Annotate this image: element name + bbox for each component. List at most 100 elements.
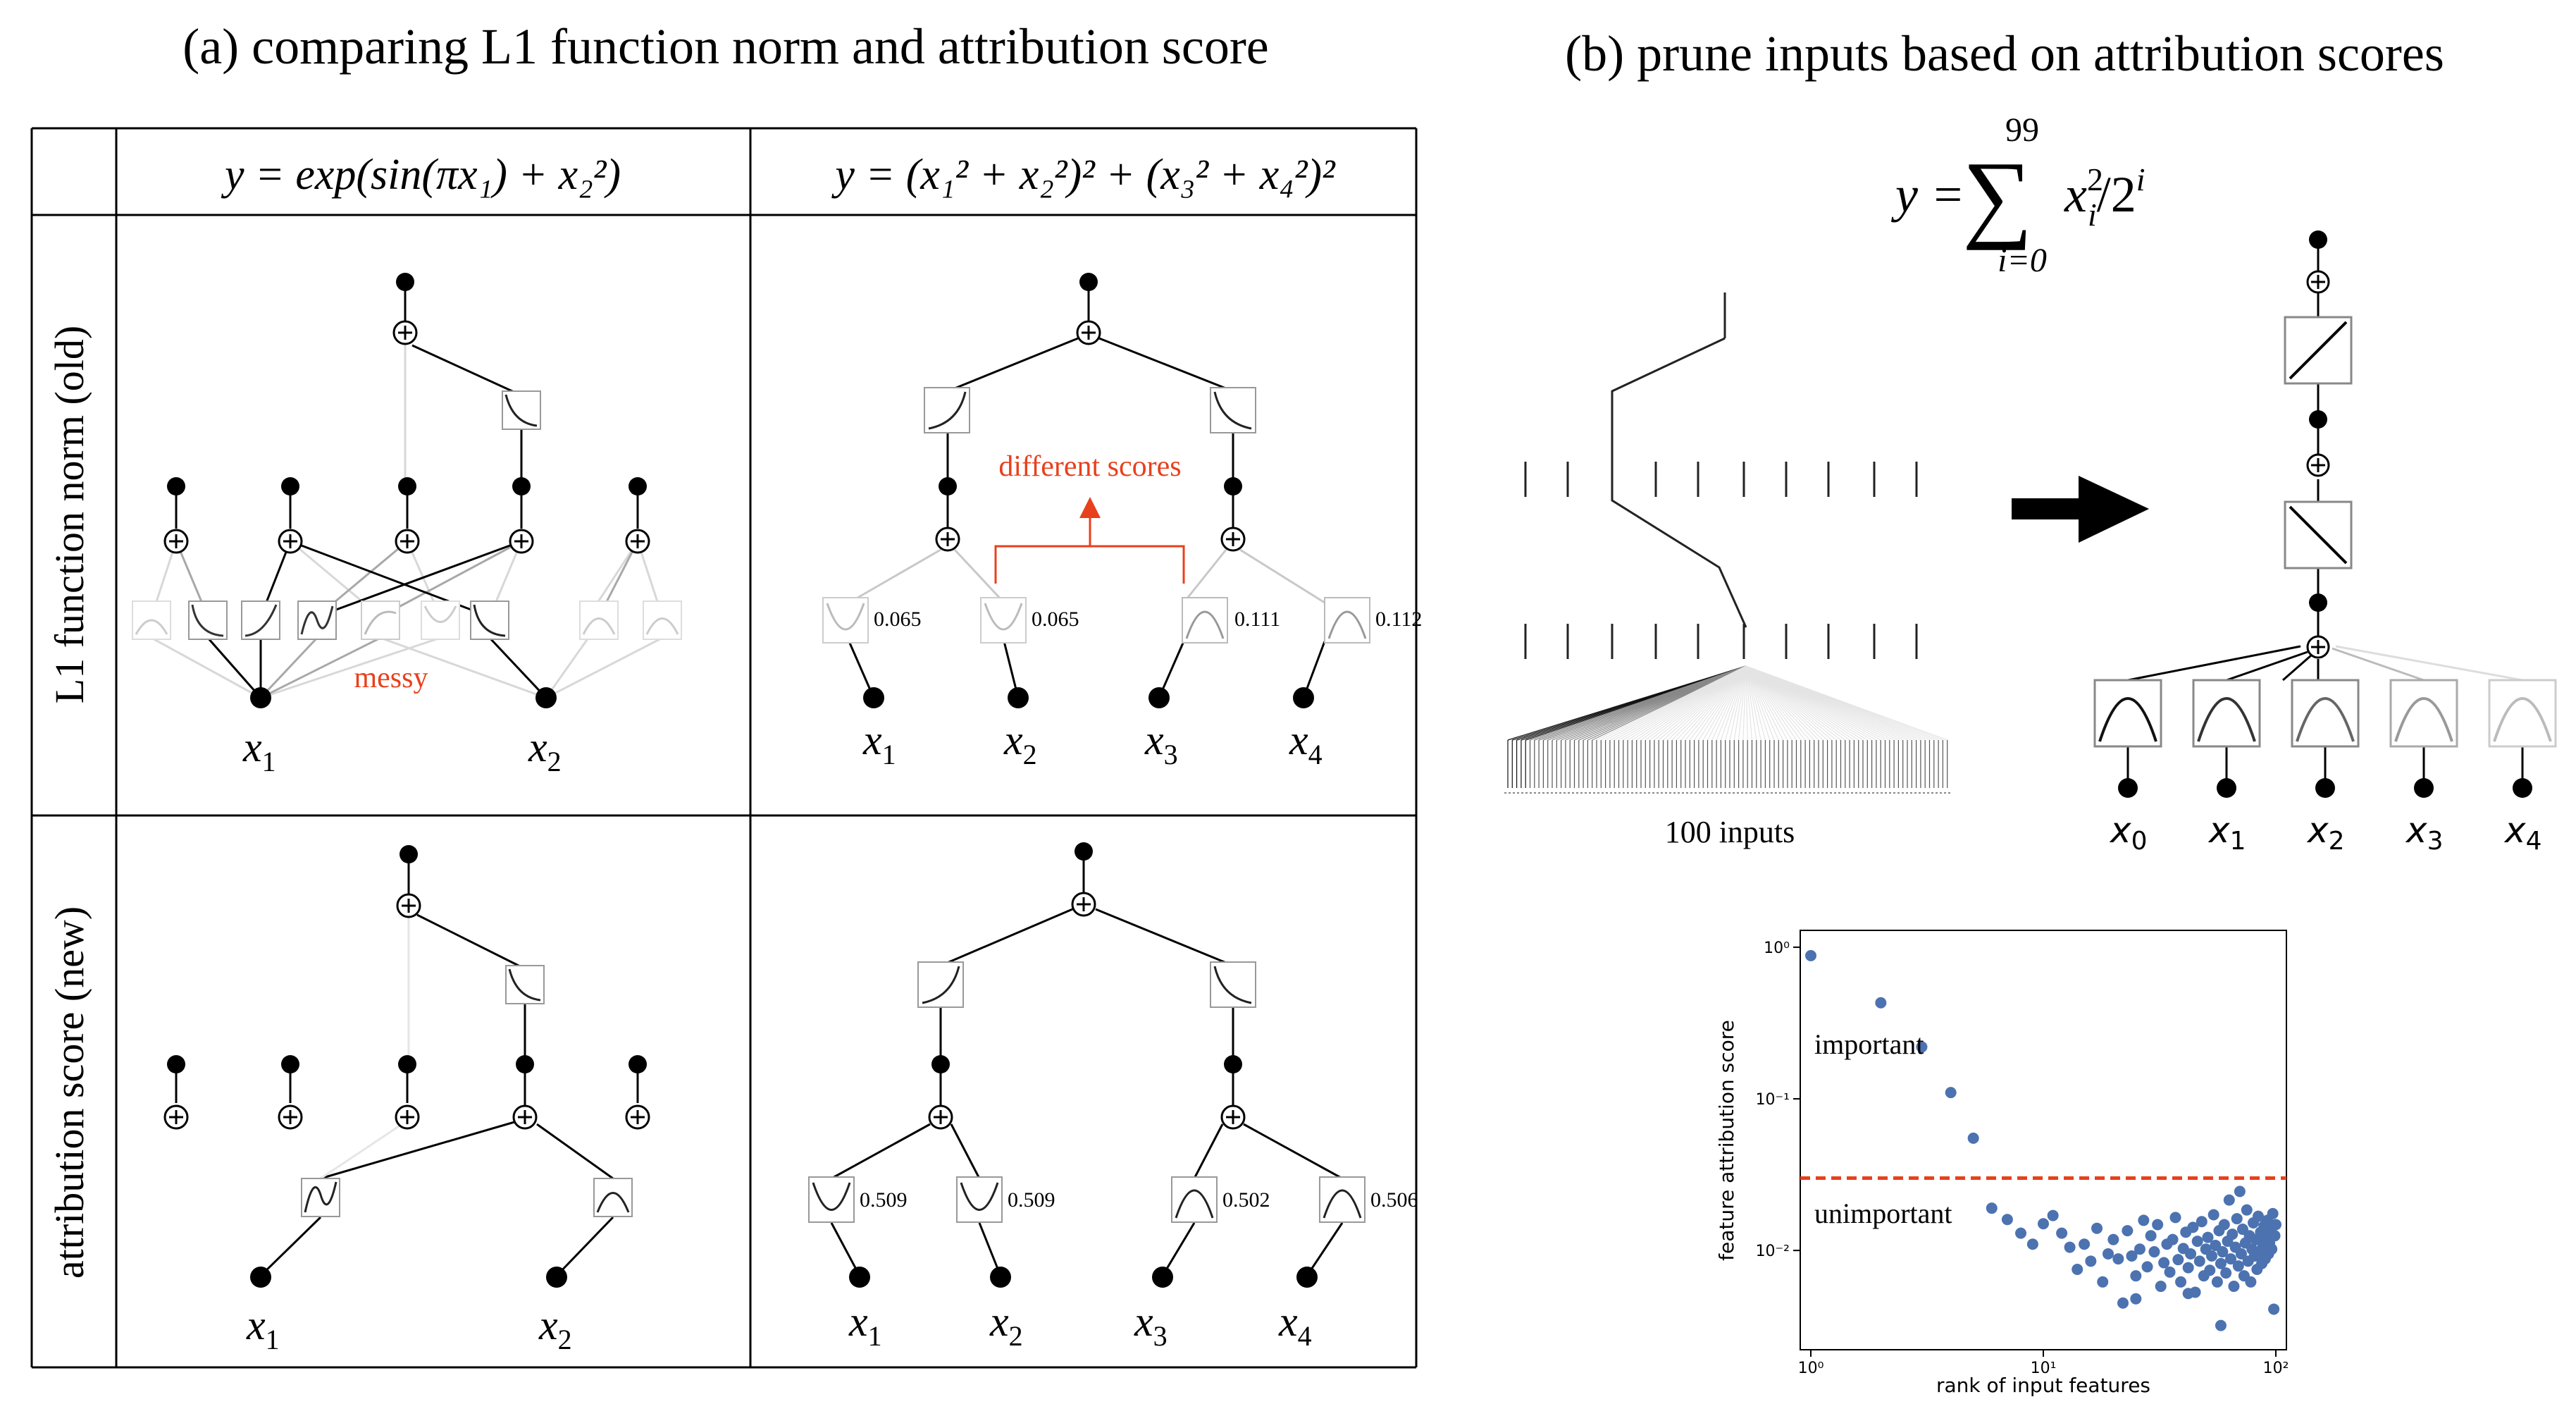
data-point: [2056, 1227, 2068, 1239]
data-point: [2130, 1293, 2142, 1305]
y-tick-label: 10⁰: [1764, 940, 1790, 957]
row2-label: attribution score (new): [47, 906, 92, 1279]
data-point: [2122, 1225, 2134, 1237]
new-score-4: 0.506: [1370, 1188, 1418, 1212]
svg-text:∑: ∑: [1962, 142, 2033, 251]
new-score-3: 0.502: [1222, 1188, 1270, 1212]
input-edge: [1745, 665, 1833, 741]
pruned-x3: x3: [2405, 810, 2444, 856]
input-edge: [1745, 665, 1837, 741]
data-point: [2266, 1243, 2278, 1255]
data-point: [2231, 1213, 2243, 1225]
data-point: [2215, 1319, 2227, 1331]
data-point: [2182, 1288, 2194, 1300]
input-edge: [1745, 665, 1841, 741]
data-point: [2223, 1194, 2235, 1206]
input-edge: [1742, 665, 1747, 741]
annotation-important: important: [1814, 1028, 1924, 1060]
data-point: [2270, 1219, 2281, 1231]
input-x3-old4d: x3: [1144, 717, 1178, 770]
data-point: [2145, 1230, 2157, 1242]
data-point: [2227, 1228, 2238, 1240]
input-edge: [1729, 665, 1747, 741]
cell-new-2d: x1 x2: [163, 845, 650, 1355]
old-score-3: 0.111: [1234, 608, 1280, 631]
input-edge: [1640, 665, 1747, 741]
input-edge: [1711, 665, 1747, 741]
data-point: [2015, 1227, 2027, 1239]
input-edge: [1745, 665, 1766, 741]
input-edge: [1745, 665, 1823, 741]
chart-points: [1805, 949, 2281, 1331]
x-tick-label: 10²: [2263, 1360, 2289, 1377]
panel-b-title: (b) prune inputs based on attribution sc…: [1565, 25, 2444, 82]
data-point: [1986, 1202, 1998, 1214]
svg-text:x2i/2i: x2i/2i: [2064, 161, 2145, 233]
data-point: [2182, 1262, 2194, 1274]
data-point: [2234, 1186, 2246, 1197]
data-point: [2228, 1281, 2240, 1293]
data-point: [2232, 1260, 2244, 1272]
data-point: [2064, 1241, 2076, 1253]
data-point: [2269, 1230, 2281, 1242]
input-edge: [1745, 665, 1810, 741]
data-point: [2211, 1276, 2223, 1288]
pruned-x1: x1: [2207, 810, 2246, 856]
input-x2-new2d: x2: [538, 1302, 572, 1355]
data-point: [2196, 1216, 2207, 1228]
input-x2-new4d: x2: [989, 1298, 1023, 1352]
layer2-ticks: [1524, 624, 1918, 659]
input-edge: [1745, 665, 1828, 741]
cell-new-4d: 0.509 0.509 0.502 0.506 x1 x2 x3 x4: [808, 842, 1418, 1352]
input-edge: [1745, 665, 1815, 741]
data-point: [2097, 1276, 2109, 1288]
data-point: [2220, 1267, 2232, 1279]
data-point: [2191, 1236, 2203, 1248]
y-tick-label: 10⁻¹: [1756, 1091, 1790, 1109]
input-fan: [1507, 665, 1948, 788]
col2-formula: y = (x₁² + x₂²)² + (x₃² + x₄²)²: [831, 151, 1336, 199]
input-edge: [1671, 665, 1747, 741]
prune-arrow-icon: [2012, 476, 2149, 543]
input-x2-old4d: x2: [1003, 717, 1037, 770]
input-edge: [1685, 665, 1747, 741]
old-score-2: 0.065: [1032, 608, 1079, 631]
data-point: [2207, 1209, 2219, 1221]
input-x2-old2d: x2: [528, 724, 562, 777]
pruned-network: x0 x1 x2 x3 x4: [2093, 230, 2557, 856]
input-edge: [1745, 665, 1788, 741]
data-point: [2218, 1219, 2230, 1231]
data-point: [2217, 1246, 2229, 1258]
data-point: [2152, 1219, 2164, 1231]
layer1-ticks: [1524, 462, 1918, 497]
pruned-x2: x2: [2306, 810, 2345, 856]
input-edge: [1733, 665, 1747, 741]
data-point: [2169, 1212, 2181, 1224]
input-edge: [1745, 665, 1753, 741]
input-edge: [1745, 665, 1771, 741]
data-point: [2267, 1207, 2279, 1219]
data-point: [1875, 997, 1887, 1009]
y-tick-label: 10⁻²: [1756, 1243, 1790, 1260]
input-edge: [1745, 665, 1819, 741]
data-point: [2204, 1264, 2216, 1276]
data-point: [2130, 1270, 2142, 1282]
data-point: [2085, 1255, 2097, 1267]
messy-label: messy: [354, 662, 428, 694]
data-point: [2185, 1248, 2197, 1260]
data-point: [2148, 1246, 2160, 1258]
input-x1-new4d: x1: [848, 1298, 882, 1352]
data-point: [2107, 1233, 2119, 1245]
input-edge: [1689, 665, 1747, 741]
data-point: [2202, 1231, 2214, 1243]
panel-a-grid: [30, 127, 1418, 1369]
data-point: [2268, 1303, 2280, 1315]
data-point: [2117, 1297, 2129, 1309]
pruned-x0: x0: [2109, 810, 2148, 856]
cell-old-4d: 0.065 0.065 0.111 0.112 different scores…: [822, 273, 1422, 770]
input-edge: [1698, 665, 1747, 741]
data-point: [2193, 1255, 2205, 1267]
